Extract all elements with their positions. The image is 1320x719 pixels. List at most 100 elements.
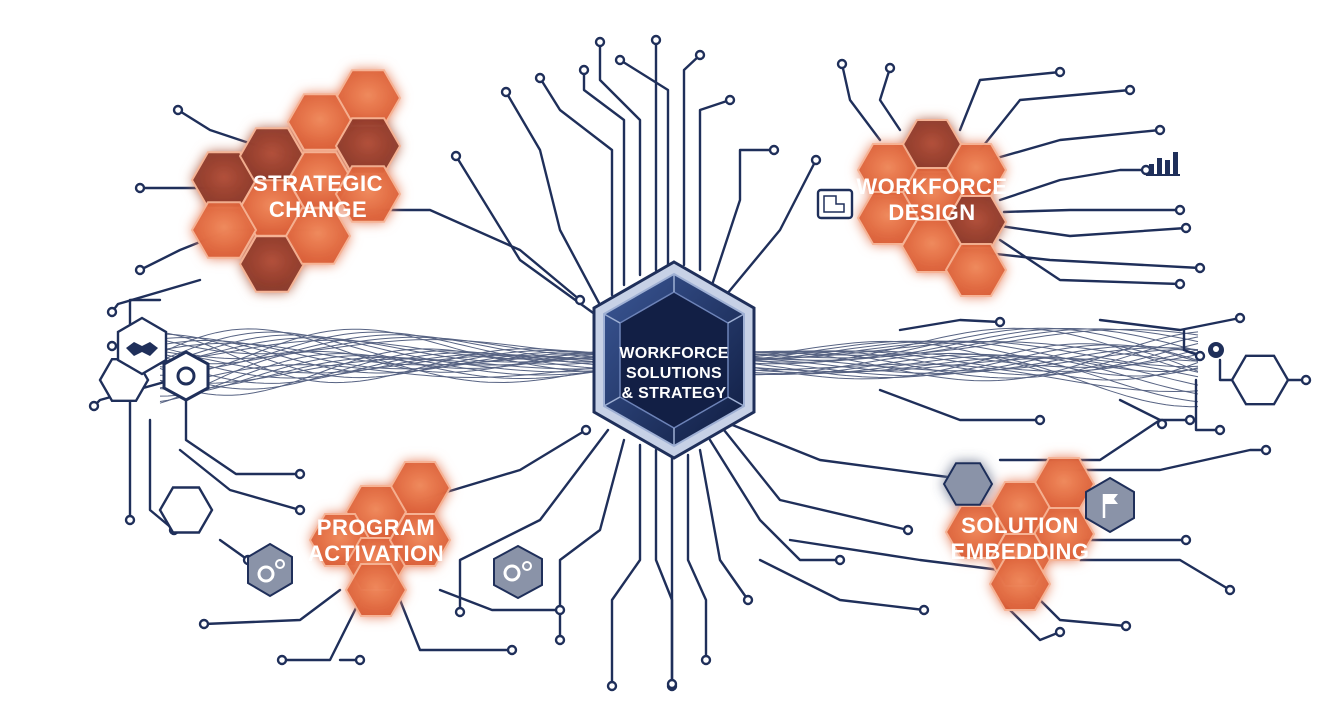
flow-wave-right <box>749 328 1199 361</box>
trace-node <box>534 72 546 84</box>
trace-node <box>172 104 184 116</box>
trace-node <box>578 64 590 76</box>
solution-embedding-line2: EMBEDDING <box>951 539 1090 564</box>
strategic-change-line1: STRATEGIC <box>253 171 383 196</box>
outline-hex <box>1230 354 1290 406</box>
trace-node <box>606 680 618 692</box>
trace-node <box>742 594 754 606</box>
trace-node <box>836 58 848 70</box>
orange-hex <box>344 563 408 617</box>
center-label-line3: & STRATEGY <box>622 385 727 402</box>
circuit-trace <box>218 538 250 562</box>
circuit-trace <box>1098 316 1242 332</box>
trace-node <box>700 654 712 666</box>
circuit-trace <box>1118 398 1164 426</box>
center-hub: WORKFORCE SOLUTIONS & STRATEGY <box>592 260 756 460</box>
trace-node <box>594 36 606 48</box>
orange-hex <box>988 557 1052 611</box>
trace-node <box>500 86 512 98</box>
trace-node <box>902 524 914 536</box>
circuit-trace <box>998 598 1062 642</box>
circuit-trace <box>558 438 626 642</box>
circuit-trace <box>538 76 614 297</box>
circuit-trace <box>458 428 610 614</box>
trace-node <box>354 654 366 666</box>
trace-node <box>450 150 462 162</box>
flow-wave-left <box>159 336 601 360</box>
circuit-trace <box>686 453 708 662</box>
circuit-trace <box>110 278 202 314</box>
program-activation-line1: PROGRAM <box>317 515 435 540</box>
flow-wave-right <box>749 340 1199 368</box>
flow-wave-left <box>159 331 601 384</box>
circuit-trace <box>718 418 972 482</box>
trace-node <box>614 54 626 66</box>
flow-wave-left <box>159 352 601 384</box>
strategic-change-cluster <box>190 69 402 293</box>
circuit-trace <box>438 588 562 612</box>
orange-hex <box>944 243 1008 297</box>
circuit-trace <box>878 388 1042 422</box>
circuit-trace <box>504 90 602 307</box>
trace-node <box>574 294 586 306</box>
circuit-trace <box>202 588 342 626</box>
program-activation-line2: ACTIVATION <box>308 541 444 566</box>
flow-wave-right <box>749 347 1199 374</box>
circuit-trace <box>280 598 362 662</box>
orange-hex <box>388 513 452 567</box>
workforce-design-label: WORKFORCE DESIGN <box>856 174 1007 225</box>
trace-node <box>294 504 306 516</box>
trace-node <box>554 634 566 646</box>
trace-node <box>884 62 896 74</box>
trace-node <box>1156 418 1168 430</box>
bar-chart-icon <box>1146 152 1180 176</box>
outline-hex <box>158 486 214 534</box>
trace-node <box>106 306 118 318</box>
flow-wave-right <box>749 336 1199 379</box>
circuit-trace <box>1058 448 1268 472</box>
user-icon <box>1208 342 1224 358</box>
flow-wave-right <box>749 354 1199 395</box>
trace-node <box>106 340 118 352</box>
orange-hex <box>334 165 402 223</box>
circuit-trace <box>998 238 1182 286</box>
circuit-trace <box>654 448 674 688</box>
circuit-trace <box>1002 208 1182 214</box>
circuit-trace <box>698 448 750 602</box>
circuit-trace <box>582 68 626 287</box>
circuit-trace <box>178 448 302 512</box>
circuit-trace <box>1194 378 1222 432</box>
trace-node <box>294 468 306 480</box>
blueprint-icon <box>816 188 854 220</box>
solution-embedding-label: SOLUTION EMBEDDING <box>951 513 1090 564</box>
solution-embedding-line1: SOLUTION <box>961 513 1079 538</box>
flow-wave-left <box>159 364 601 389</box>
circuit-trace <box>454 154 598 317</box>
flow-wave-right <box>749 340 1199 381</box>
trace-node <box>124 514 136 526</box>
flow-wave-right <box>750 352 1199 408</box>
trace-node <box>1034 414 1046 426</box>
circuit-trace <box>998 168 1148 202</box>
flow-wave-left <box>159 348 601 396</box>
trace-node <box>134 182 146 194</box>
circuit-trace <box>988 128 1162 162</box>
circuit-trace <box>358 208 582 302</box>
flow-wave-left <box>159 336 601 374</box>
circuit-trace <box>720 158 818 302</box>
trace-node <box>1054 66 1066 78</box>
trace-node <box>554 604 566 616</box>
flag-icon <box>1085 476 1135 534</box>
circuit-trace <box>598 40 642 277</box>
circuit-trace <box>898 318 1002 332</box>
trace-node <box>1054 626 1066 638</box>
circuit-trace <box>682 53 702 267</box>
workforce-design-line1: WORKFORCE <box>856 174 1007 199</box>
circuit-trace <box>610 443 642 688</box>
trace-node <box>1154 124 1166 136</box>
flow-wave-left <box>159 328 601 376</box>
gears-icon <box>493 544 543 600</box>
trace-node <box>1300 374 1312 386</box>
workforce-design-cluster <box>856 119 1008 297</box>
